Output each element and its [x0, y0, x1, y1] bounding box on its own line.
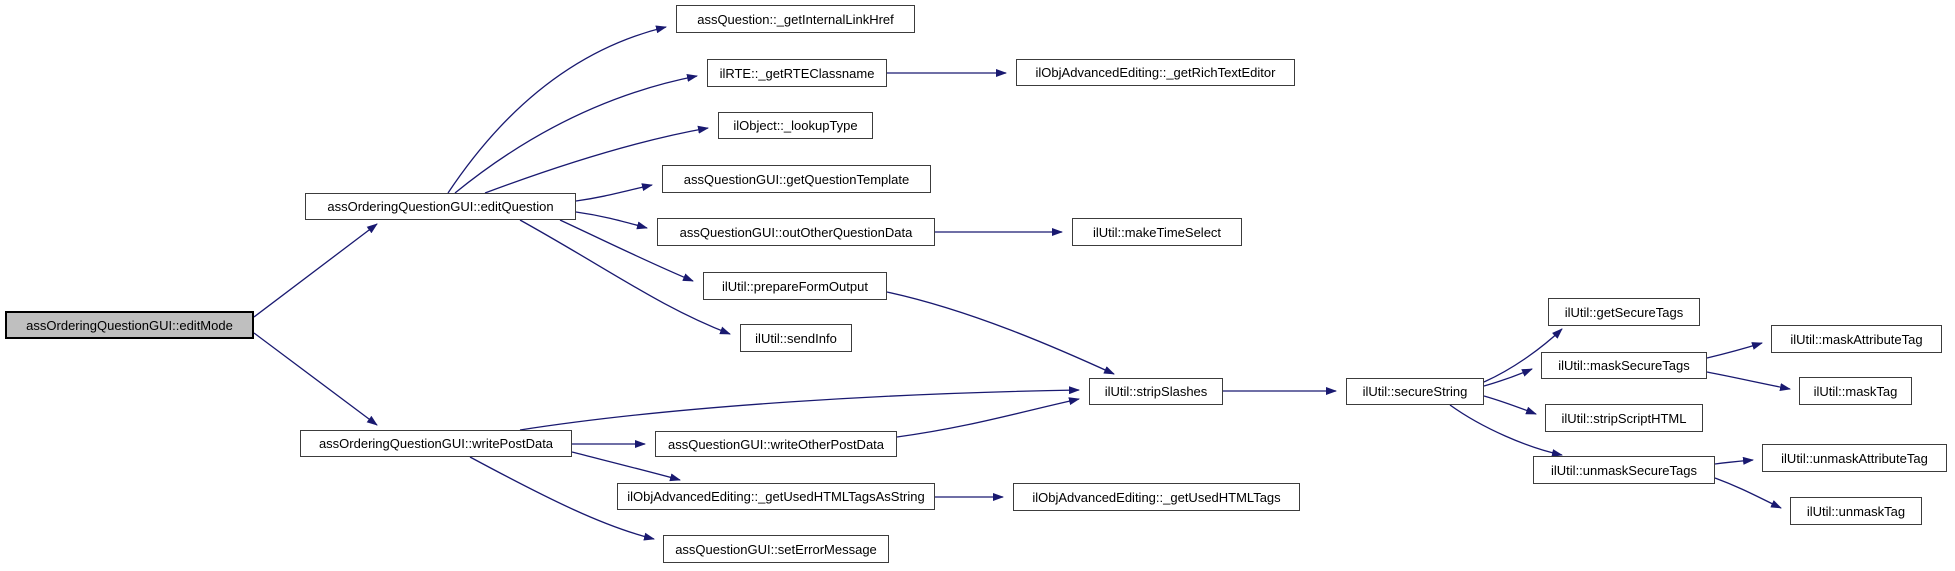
edge-prepareFormOutput-stripSlashes: [886, 291, 1115, 375]
edge-writePostData-stripSlashes: [519, 386, 1080, 431]
node-getRichTextEditor[interactable]: ilObjAdvancedEditing::_getRichTextEditor: [1016, 59, 1295, 86]
edge-writeOtherPostData-stripSlashes: [896, 397, 1080, 438]
node-editMode: assOrderingQuestionGUI::editMode: [5, 311, 254, 339]
node-stripSlashes[interactable]: ilUtil::stripSlashes: [1089, 378, 1223, 405]
edge-editMode-editQuestion: [253, 223, 378, 318]
edge-editQuestion-sendInfo: [519, 219, 731, 335]
node-outOtherQuestionData[interactable]: assQuestionGUI::outOtherQuestionData: [657, 218, 935, 246]
node-maskAttributeTag[interactable]: ilUtil::maskAttributeTag: [1771, 325, 1942, 353]
node-writePostData[interactable]: assOrderingQuestionGUI::writePostData: [300, 430, 572, 457]
node-unmaskAttributeTag[interactable]: ilUtil::unmaskAttributeTag: [1762, 444, 1947, 472]
edge-writePostData-setErrorMessage: [469, 456, 655, 541]
node-writeOtherPostData[interactable]: assQuestionGUI::writeOtherPostData: [655, 431, 897, 457]
edge-unmaskSecureTags-unmaskAttributeTag: [1714, 456, 1754, 465]
node-setErrorMessage[interactable]: assQuestionGUI::setErrorMessage: [663, 535, 889, 563]
edge-editQuestion-getQuestionTemplate: [575, 183, 653, 202]
edge-writePostData-getUsedHTMLTagsAsString: [571, 451, 681, 482]
node-getUsedHTMLTags[interactable]: ilObjAdvancedEditing::_getUsedHTMLTags: [1013, 483, 1300, 511]
edge-secureString-unmaskSecureTags: [1449, 404, 1563, 457]
edge-secureString-maskSecureTags: [1483, 368, 1533, 387]
edge-editQuestion-getInternalLinkHref: [447, 25, 667, 194]
edge-editQuestion-outOtherQuestionData: [575, 211, 648, 230]
node-maskTag[interactable]: ilUtil::maskTag: [1799, 377, 1912, 405]
node-unmaskTag[interactable]: ilUtil::unmaskTag: [1790, 497, 1922, 525]
node-getRTEClassname[interactable]: ilRTE::_getRTEClassname: [707, 59, 887, 87]
node-editQuestion[interactable]: assOrderingQuestionGUI::editQuestion: [305, 193, 576, 220]
node-prepareFormOutput[interactable]: ilUtil::prepareFormOutput: [703, 272, 887, 300]
node-makeTimeSelect[interactable]: ilUtil::makeTimeSelect: [1072, 218, 1242, 246]
node-lookupType[interactable]: ilObject::_lookupType: [718, 112, 873, 139]
node-getQuestionTemplate[interactable]: assQuestionGUI::getQuestionTemplate: [662, 165, 931, 193]
edge-maskSecureTags-maskTag: [1706, 371, 1791, 392]
node-unmaskSecureTags[interactable]: ilUtil::unmaskSecureTags: [1533, 456, 1715, 484]
node-sendInfo[interactable]: ilUtil::sendInfo: [740, 324, 852, 352]
node-getSecureTags[interactable]: ilUtil::getSecureTags: [1548, 298, 1700, 326]
node-getInternalLinkHref[interactable]: assQuestion::_getInternalLinkHref: [676, 5, 915, 33]
edge-maskSecureTags-maskAttributeTag: [1706, 342, 1763, 359]
edge-secureString-getSecureTags: [1483, 328, 1563, 383]
node-stripScriptHTML[interactable]: ilUtil::stripScriptHTML: [1545, 404, 1703, 432]
edge-editQuestion-prepareFormOutput: [559, 219, 694, 282]
edge-editMode-writePostData: [253, 332, 378, 426]
node-maskSecureTags[interactable]: ilUtil::maskSecureTags: [1541, 352, 1707, 379]
edge-editQuestion-lookupType: [484, 125, 709, 194]
edge-secureString-stripScriptHTML: [1483, 395, 1537, 415]
edge-unmaskSecureTags-unmaskTag: [1714, 477, 1782, 509]
node-getUsedHTMLTagsAsString[interactable]: ilObjAdvancedEditing::_getUsedHTMLTagsAs…: [617, 483, 935, 510]
node-secureString[interactable]: ilUtil::secureString: [1346, 378, 1484, 405]
edge-editQuestion-getRTEClassname: [454, 73, 698, 194]
